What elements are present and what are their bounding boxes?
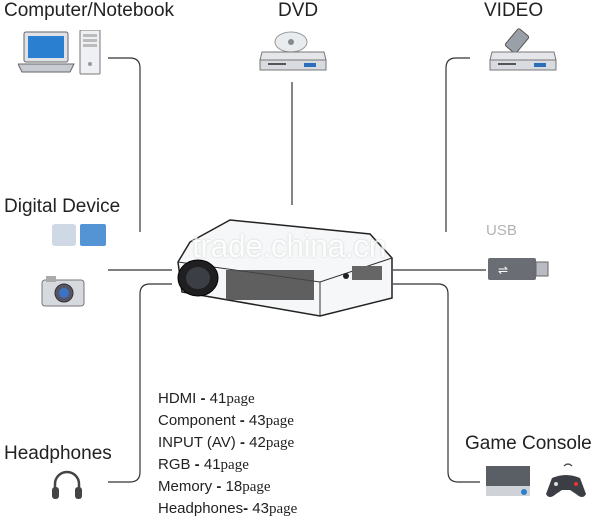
game-console-label: Game Console bbox=[465, 433, 592, 454]
specs-list: HDMI - 41page Component - 43page INPUT (… bbox=[158, 388, 297, 520]
watermark-text: trade.china.cn bbox=[192, 228, 387, 264]
camera-icon bbox=[41, 276, 85, 307]
spec-row: RGB - 41page bbox=[158, 456, 249, 473]
video-label: VIDEO bbox=[484, 0, 544, 21]
dvd-player-icon bbox=[259, 31, 327, 71]
usb-drive-icon: ⇌ bbox=[488, 258, 549, 280]
spec-row: INPUT (AV) - 42page bbox=[158, 434, 295, 451]
game-connector bbox=[393, 283, 480, 483]
video-connector bbox=[445, 57, 470, 232]
tower-icon bbox=[79, 30, 101, 75]
digital-device-label: Digital Device bbox=[4, 196, 121, 217]
video-player-icon bbox=[489, 28, 557, 71]
headphones-icon bbox=[52, 470, 82, 499]
computer-label: Computer/Notebook bbox=[4, 0, 175, 21]
projector-icon bbox=[177, 219, 393, 317]
gamepad-icon bbox=[546, 463, 586, 497]
headphones-label: Headphones bbox=[4, 443, 112, 464]
headphones-connector bbox=[108, 283, 172, 483]
game-console-icon bbox=[486, 463, 586, 497]
spec-row: Memory - 18page bbox=[158, 478, 271, 495]
spec-row: Headphones- 43page bbox=[158, 500, 298, 517]
usb-label: USB bbox=[486, 222, 517, 239]
laptop-icon bbox=[18, 30, 101, 75]
spec-row: Component - 43page bbox=[158, 412, 294, 429]
dvd-label: DVD bbox=[278, 0, 319, 21]
svg-text:⇌: ⇌ bbox=[498, 263, 508, 277]
spec-row: HDMI - 41page bbox=[158, 390, 255, 407]
portable-device-icon bbox=[52, 224, 106, 246]
computer-connector bbox=[108, 57, 141, 232]
